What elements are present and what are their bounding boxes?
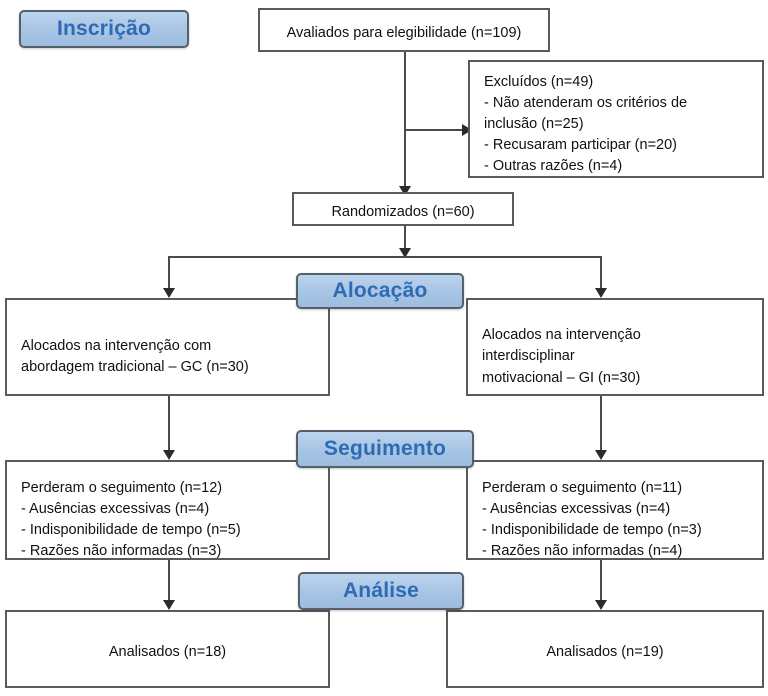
- randomized-text: Randomizados (n=60): [331, 204, 475, 221]
- lost-right-text: Perderam o seguimento (n=11) - Ausências…: [482, 479, 702, 560]
- connector-randomized-down: [404, 224, 406, 256]
- stage-banner-analysis: Análise: [298, 572, 464, 610]
- stage-label-analysis: Análise: [342, 579, 420, 602]
- arrowhead-lost-right: [595, 450, 607, 460]
- connector-split-left-down: [168, 256, 170, 294]
- excluded-text: Excluídos (n=49) - Não atenderam os crit…: [484, 74, 688, 175]
- arrowhead-to-excluded: [462, 124, 472, 136]
- box-allocated-intervention-group: Alocados na intervenção interdisciplinar…: [466, 298, 764, 396]
- box-randomized: Randomizados (n=60): [292, 192, 514, 226]
- box-lost-followup-control-group: Perderam o seguimento (n=12) - Ausências…: [5, 460, 330, 560]
- connector-assessed-to-excluded: [404, 129, 464, 131]
- box-assessed-for-eligibility: Avaliados para elegibilidade (n=109): [258, 8, 550, 52]
- connector-split-right-down: [600, 256, 602, 294]
- box-excluded: Excluídos (n=49) - Não atenderam os crit…: [468, 60, 764, 178]
- arrowhead-analysed-left: [163, 600, 175, 610]
- box-allocated-control-group: Alocados na intervenção com abordagem tr…: [5, 298, 330, 396]
- lost-left-text: Perderam o seguimento (n=12) - Ausências…: [21, 479, 241, 560]
- connector-lost-right-to-analysed-right: [600, 560, 602, 608]
- assessed-text: Avaliados para elegibilidade (n=109): [286, 25, 522, 42]
- arrowhead-alloc-left: [163, 288, 175, 298]
- connector-alloc-right-to-lost-right: [600, 396, 602, 458]
- stage-banner-enrollment: Inscrição: [19, 10, 189, 48]
- alloc-left-text: Alocados na intervenção com abordagem tr…: [21, 337, 249, 375]
- arrowhead-lost-left: [163, 450, 175, 460]
- stage-banner-followup: Seguimento: [296, 430, 474, 468]
- box-lost-followup-intervention-group: Perderam o seguimento (n=11) - Ausências…: [466, 460, 764, 560]
- connector-assessed-to-randomized: [404, 52, 406, 194]
- connector-lost-left-to-analysed-left: [168, 560, 170, 608]
- arrowhead-analysed-right: [595, 600, 607, 610]
- stage-label-followup: Seguimento: [323, 437, 447, 460]
- stage-label-enrollment: Inscrição: [56, 17, 151, 40]
- arrowhead-alloc-right: [595, 288, 607, 298]
- arrowhead-randomized-down: [399, 248, 411, 258]
- connector-alloc-left-to-lost-left: [168, 396, 170, 458]
- arrowhead-to-randomized: [399, 186, 411, 196]
- analysed-right-text: Analisados (n=19): [546, 644, 664, 661]
- box-analysed-control-group: Analisados (n=18): [5, 610, 330, 688]
- analysed-left-text: Analisados (n=18): [108, 644, 227, 661]
- connector-allocation-split-bar: [168, 256, 602, 258]
- stage-banner-allocation: Alocação: [296, 273, 464, 309]
- stage-label-allocation: Alocação: [332, 279, 428, 302]
- alloc-right-text: Alocados na intervenção interdisciplinar…: [482, 327, 641, 386]
- box-analysed-intervention-group: Analisados (n=19): [446, 610, 764, 688]
